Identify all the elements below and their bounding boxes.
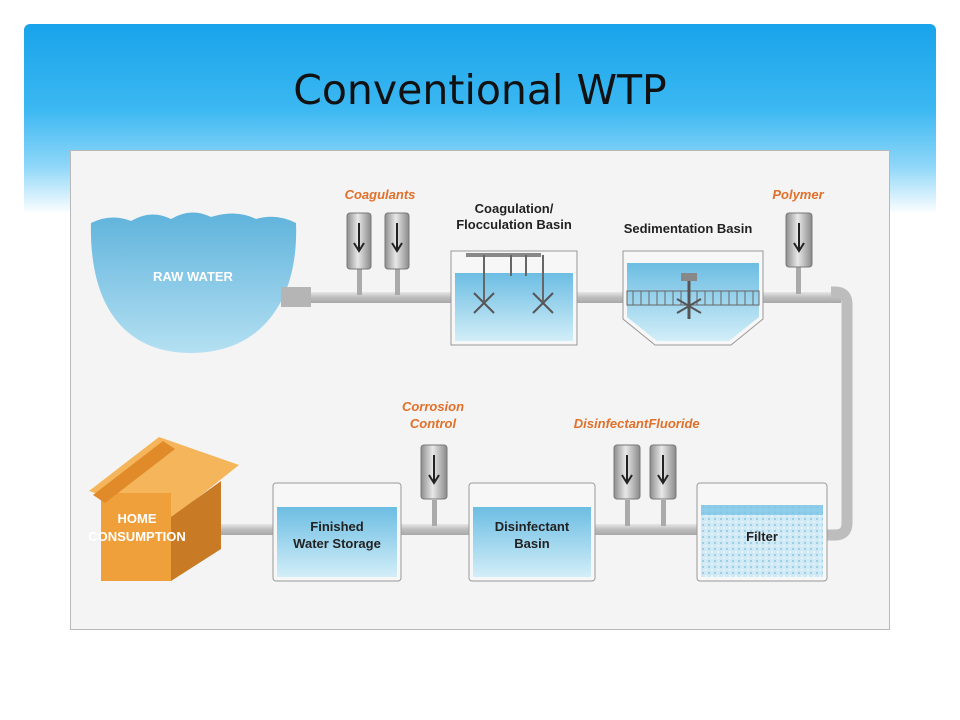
raw-water-reservoir: RAW WATER [90,212,311,353]
fluoride-label: Fluoride [648,416,699,431]
finished-storage-label-line2: Water Storage [293,536,381,551]
coagulants-label: Coagulants [345,187,416,202]
coagulant-tanks: Coagulants [345,187,416,270]
coagulation-basin-label-line1: Coagulation/ [475,201,554,216]
raw-water-label: RAW WATER [153,269,234,284]
home-consumption-house: HOME CONSUMPTION [88,437,239,581]
polymer-tank: Polymer [772,187,825,268]
water-treatment-diagram: RAW WATER Coagulants Coagulation/ Floccu… [88,187,853,582]
finished-storage-label-line1: Finished [310,519,364,534]
corrosion-control-tank: Corrosion Control [402,399,464,500]
sedimentation-basin: Sedimentation Basin [622,221,764,346]
disinfectant-basin-label-line2: Basin [514,536,549,551]
disinfectant-label: Disinfectant [574,416,649,431]
home-label-line2: CONSUMPTION [88,529,186,544]
finished-water-storage: Finished Water Storage [272,482,402,582]
diagram-panel: RAW WATER Coagulants Coagulation/ Floccu… [70,150,890,630]
coagulation-basin: Coagulation/ Flocculation Basin [450,201,578,346]
corrosion-label-line1: Corrosion [402,399,464,414]
polymer-label: Polymer [772,187,824,202]
disinfectant-basin-label-line1: Disinfectant [495,519,570,534]
disinfectant-fluoride-tanks: Disinfectant Fluoride [574,416,700,500]
coagulation-basin-label-line2: Flocculation Basin [456,217,572,232]
filter-label: Filter [746,529,778,544]
filter-tank: Filter [696,482,828,582]
slide-title: Conventional WTP [293,66,667,114]
home-label-line1: HOME [118,511,157,526]
corrosion-label-line2: Control [410,416,457,431]
sedimentation-basin-label: Sedimentation Basin [624,221,753,236]
disinfectant-basin: Disinfectant Basin [468,482,596,582]
